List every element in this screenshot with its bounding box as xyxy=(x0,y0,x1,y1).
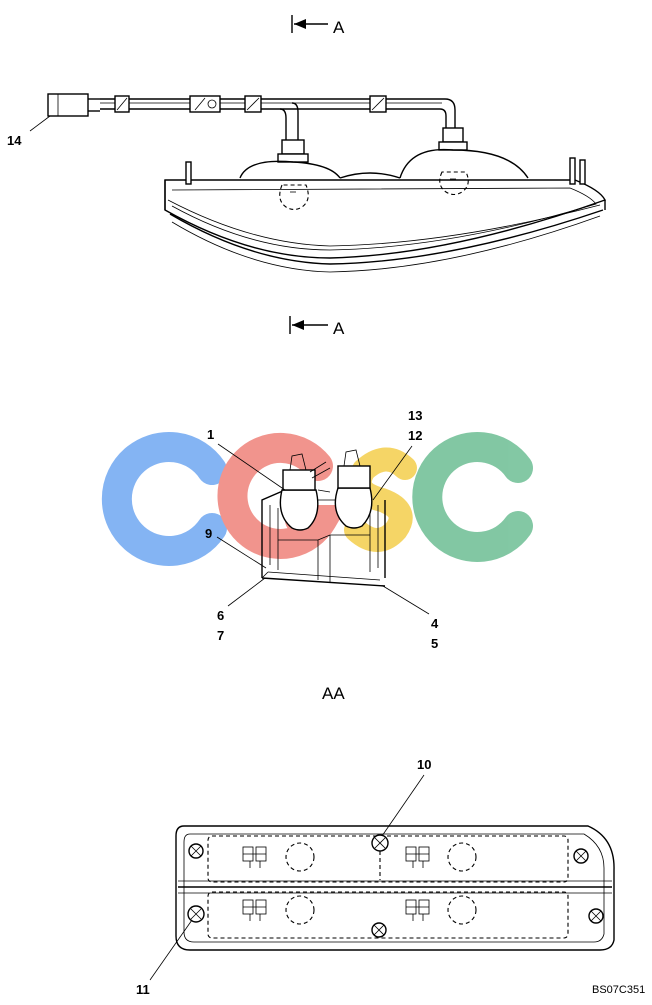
svg-text:4: 4 xyxy=(431,616,439,631)
lamp-front-view xyxy=(175,825,615,951)
callout-14: 14 xyxy=(7,115,51,148)
bulb-left xyxy=(279,489,319,531)
watermark-logo xyxy=(101,432,533,566)
bulb-socket-left xyxy=(281,139,305,155)
screw xyxy=(187,905,205,923)
callout-6-7: 6 7 xyxy=(217,577,266,643)
screw xyxy=(371,834,389,852)
callout-13-12: 13 12 xyxy=(372,408,422,501)
view-marker-middle-label: A xyxy=(333,319,345,338)
svg-text:5: 5 xyxy=(431,636,438,651)
callout-9: 9 xyxy=(205,526,267,569)
screw xyxy=(573,848,589,864)
svg-text:6: 6 xyxy=(217,608,224,623)
view-marker-top-label: A xyxy=(333,18,345,37)
callout-10: 10 xyxy=(381,757,431,837)
callout-4-5: 4 5 xyxy=(382,585,439,651)
section-aa-view xyxy=(261,449,386,587)
svg-text:13: 13 xyxy=(408,408,422,423)
drawing-code: BS07C351 xyxy=(592,984,645,996)
svg-text:11: 11 xyxy=(136,982,150,997)
bulb-right xyxy=(334,487,373,529)
svg-text:9: 9 xyxy=(205,526,212,541)
callout-11: 11 xyxy=(136,919,193,997)
bulb-socket-right xyxy=(442,127,464,143)
connector xyxy=(47,93,89,117)
lamp-assembly-side-view xyxy=(47,93,606,273)
section-title: AA xyxy=(322,684,345,703)
svg-text:10: 10 xyxy=(417,757,431,772)
screw xyxy=(588,908,604,924)
svg-text:14: 14 xyxy=(7,133,22,148)
svg-text:1: 1 xyxy=(207,427,214,442)
view-marker-top: A xyxy=(291,15,345,37)
svg-text:7: 7 xyxy=(217,628,224,643)
svg-text:12: 12 xyxy=(408,428,422,443)
callout-1: 1 xyxy=(207,427,286,491)
screw xyxy=(188,843,204,859)
screw xyxy=(371,922,387,938)
view-marker-middle: A xyxy=(289,316,345,338)
